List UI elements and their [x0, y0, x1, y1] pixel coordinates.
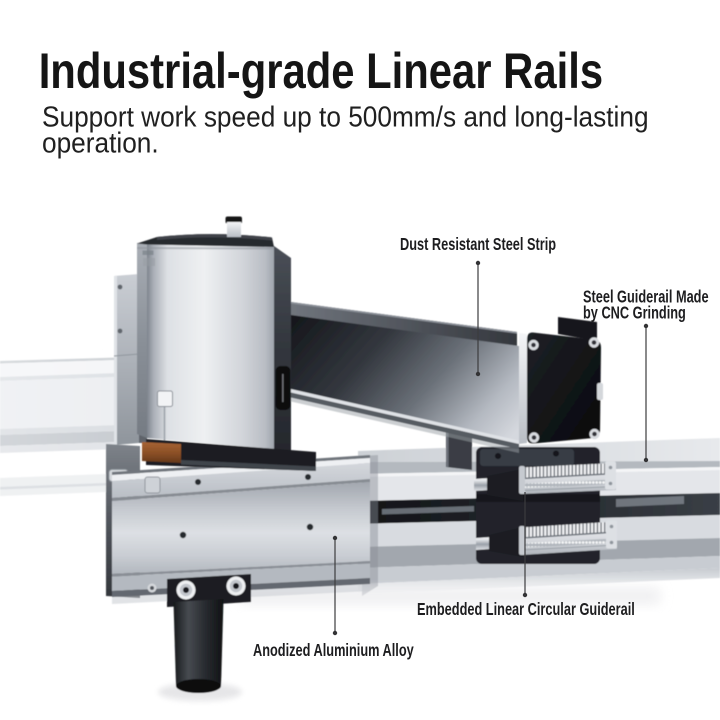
svg-text:Dust Resistant Steel Strip: Dust Resistant Steel Strip [400, 235, 556, 255]
svg-text:Steel Guiderail Made: Steel Guiderail Made [583, 288, 709, 308]
svg-text:Embedded Linear Circular Guide: Embedded Linear Circular Guiderail [417, 600, 635, 620]
svg-text:Anodized Aluminium Alloy: Anodized Aluminium Alloy [253, 641, 414, 661]
svg-text:operation.: operation. [42, 126, 159, 159]
svg-text:by CNC Grinding: by CNC Grinding [583, 304, 686, 324]
svg-text:Industrial-grade Linear Rails: Industrial-grade Linear Rails [39, 42, 603, 98]
svg-text:Support work speed up to 500mm: Support work speed up to 500mm/s and lon… [42, 100, 649, 133]
